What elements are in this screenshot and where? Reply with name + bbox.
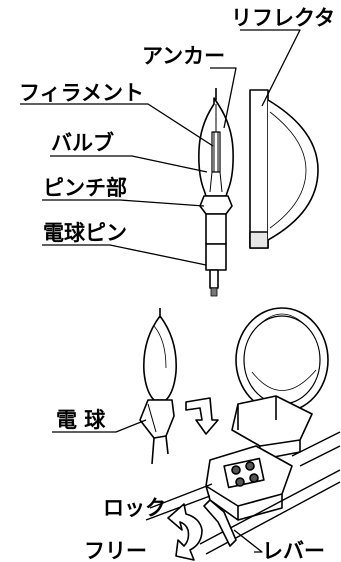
lever bbox=[203, 499, 237, 547]
lock-free-arrow bbox=[167, 503, 203, 561]
lamp-socket bbox=[205, 445, 293, 521]
lamp-label: 電 球 bbox=[56, 408, 106, 432]
lamp-pin bbox=[209, 269, 219, 297]
lamp-parts-diagram bbox=[20, 29, 319, 297]
bulb-label: バルブ bbox=[51, 131, 114, 155]
filament-label: フィラメント bbox=[19, 81, 144, 105]
lock-label: ロック bbox=[103, 496, 166, 520]
insert-arrow bbox=[185, 397, 219, 435]
bulb-envelope bbox=[198, 88, 234, 197]
lamp-holder bbox=[231, 395, 313, 461]
reflector-shape bbox=[249, 89, 319, 249]
reflector-label: リフレクタ bbox=[231, 6, 335, 30]
leader-lines bbox=[20, 29, 301, 266]
lever-label: レバー bbox=[262, 539, 325, 562]
pinch-base bbox=[199, 195, 233, 271]
free-label: フリー bbox=[84, 539, 147, 562]
loose-lamp bbox=[139, 308, 177, 465]
reflector-round bbox=[235, 307, 329, 413]
anchor-label: アンカー bbox=[142, 44, 225, 68]
installation-diagram bbox=[52, 307, 341, 561]
lamp-pin-label: 電球ピン bbox=[43, 221, 127, 245]
leader-lines-bottom bbox=[52, 419, 263, 553]
pinch-label: ピンチ部 bbox=[43, 176, 127, 200]
